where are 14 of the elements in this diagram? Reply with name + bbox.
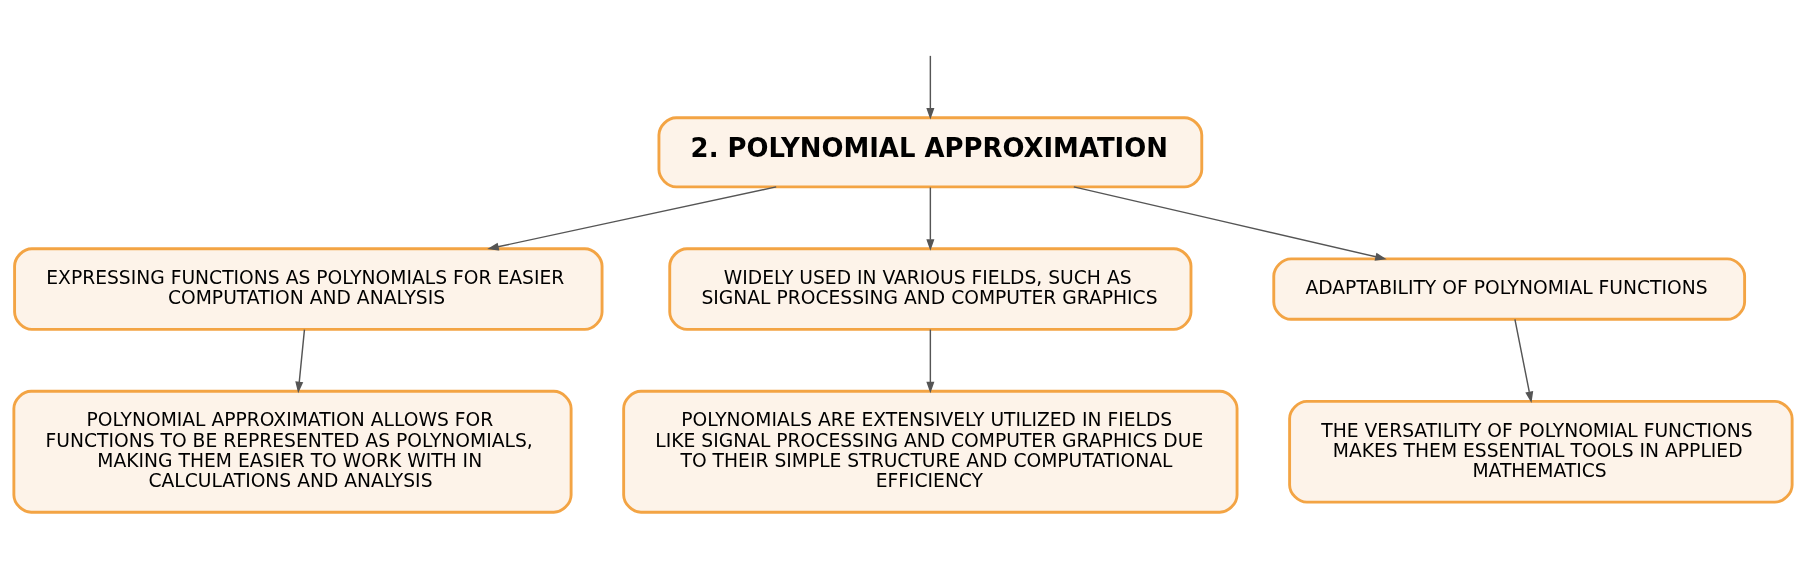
arrow <box>926 54 935 120</box>
node-box: WIDELY USED IN VARIOUS FIELDS, SUCH AS SIGNAL PROCESSING AND COMPUTER GRAPHICS <box>668 246 1193 331</box>
node-box: POLYNOMIALS ARE EXTENSIVELY UTILIZED IN FIELDS LIKE SIGNAL PROCESSING AND COMPUTER GRAPHICS DUE TO THEIR SIMPLE STRUCTURE AND COMPUTATIONAL EFFICIENCY <box>622 389 1239 514</box>
arrow <box>1514 318 1534 403</box>
node-box: THE VERSATILITY OF POLYNOMIAL FUNCTIONS MAKES THEM ESSENTIAL TOOLS IN APPLIED MATHEMATICS <box>1288 399 1794 504</box>
node-box: ADAPTABILITY OF POLYNOMIAL FUNCTIONS <box>1272 256 1747 321</box>
arrow <box>487 185 777 251</box>
arrow <box>1073 185 1387 261</box>
arrow <box>926 328 935 393</box>
node-box: EXPRESSING FUNCTIONS AS POLYNOMIALS FOR EASIER COMPUTATION AND ANALYSIS <box>13 246 604 331</box>
arrow <box>926 186 935 251</box>
node-box: POLYNOMIAL APPROXIMATION ALLOWS FOR FUNCTIONS TO BE REPRESENTED AS POLYNOMIALS, MAKING THEM EASIER TO WORK WITH IN CALCULATIONS AND ANALYSIS <box>12 389 573 514</box>
node-box: 2. POLYNOMIAL APPROXIMATION <box>657 115 1204 188</box>
arrow <box>295 328 306 393</box>
